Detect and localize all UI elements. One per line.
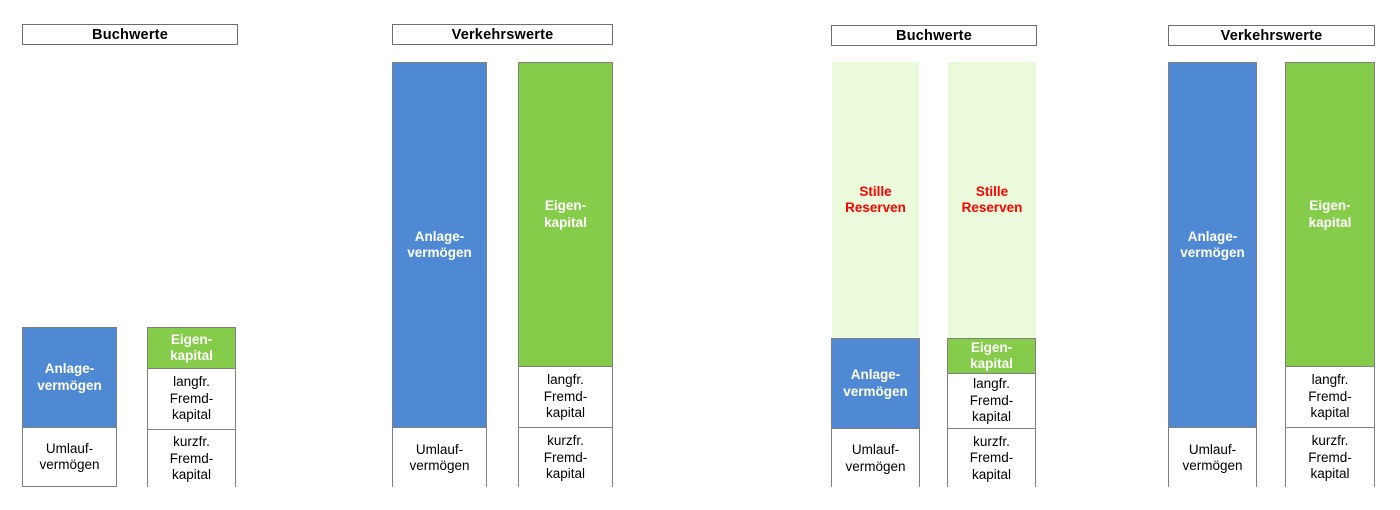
- group-caption-group-1-buchwerte: Buchwerte: [22, 24, 238, 45]
- segment-label-line: vermögen: [39, 457, 100, 472]
- segment-label-line: Fremd-: [169, 450, 214, 466]
- segment-label-line: Umlauf-: [851, 442, 900, 458]
- segment-anlagevermoegen: Anlage-vermögen: [23, 328, 116, 427]
- segment-label-line: kapital: [970, 356, 1013, 371]
- segment-eigenkapital: Eigen-kapital: [519, 63, 612, 366]
- segment-label-line: Fremd-: [1308, 449, 1352, 465]
- segment-label-line: kapital: [171, 407, 212, 423]
- segment-label-line: Stille: [975, 183, 1009, 199]
- segment-label-line: vermögen: [845, 458, 906, 474]
- group-caption-group-4-verkehrswerte: Verkehrswerte: [1168, 25, 1375, 46]
- segment-label-line: langfr.: [173, 374, 210, 390]
- segment-langfristiges-fremdkapital: langfr.Fremd-kapital: [519, 366, 612, 427]
- segment-label-line: kapital: [1310, 405, 1350, 421]
- segment-label-line: langfr.: [973, 376, 1010, 392]
- segment-label-line: vermögen: [1180, 245, 1245, 260]
- segment-anlagevermoegen: Anlage-vermögen: [1169, 63, 1256, 427]
- segment-label-line: Eigen-: [170, 331, 213, 347]
- segment-kurzfristiges-fremdkapital: kurzfr.Fremd-kapital: [948, 428, 1035, 488]
- segment-langfristiges-fremdkapital: langfr.Fremd-kapital: [948, 373, 1035, 428]
- segment-label-line: Umlauf-: [415, 441, 464, 457]
- segment-label-line: Umlauf-: [1188, 441, 1237, 457]
- segment-umlaufvermoegen: Umlauf-vermögen: [1169, 427, 1256, 488]
- segment-label-line: Eigen-: [1309, 198, 1351, 214]
- segment-label-line: vermögen: [407, 245, 472, 260]
- segment-label-line: kapital: [1310, 466, 1350, 482]
- segment-eigenkapital: Eigen-kapital: [148, 328, 235, 368]
- segment-label-line: Fremd-: [169, 390, 214, 406]
- segment-langfristiges-fremdkapital: langfr.Fremd-kapital: [1286, 366, 1374, 427]
- segment-label-line: vermögen: [37, 377, 102, 393]
- segment-umlaufvermoegen: Umlauf-vermögen: [393, 427, 486, 488]
- segment-umlaufvermoegen: Umlauf-vermögen: [23, 427, 116, 486]
- segment-label-line: kapital: [545, 405, 586, 421]
- segment-langfristiges-fremdkapital: langfr.Fremd-kapital: [148, 368, 235, 429]
- segment-label-line: kapital: [545, 466, 586, 482]
- group-caption-group-3-buchwerte-mit-reserven: Buchwerte: [831, 25, 1037, 46]
- segment-label-line: vermögen: [843, 383, 908, 399]
- segment-anlagevermoegen: Anlage-vermögen: [832, 339, 919, 428]
- segment-label-line: langfr.: [1311, 372, 1349, 388]
- segment-label-line: kurzfr.: [547, 433, 584, 449]
- segment-label-line: kapital: [971, 409, 1012, 425]
- segment-label-line: kurzfr.: [173, 434, 210, 450]
- segment-kurzfristiges-fremdkapital: kurzfr.Fremd-kapital: [148, 429, 235, 488]
- segment-label-line: kurzfr.: [973, 433, 1010, 449]
- segment-label-line: Fremd-: [543, 388, 588, 404]
- segment-kurzfristiges-fremdkapital: kurzfr.Fremd-kapital: [519, 427, 612, 488]
- segment-label-line: Anlage-: [44, 361, 95, 377]
- segment-label-line: Umlauf-: [45, 440, 94, 456]
- segment-anlagevermoegen: Anlage-vermögen: [393, 63, 486, 427]
- segment-label-line: vermögen: [1182, 458, 1243, 473]
- segment-label-line: Fremd-: [543, 449, 588, 465]
- segment-label-line: Eigen-: [544, 198, 587, 214]
- segment-label-line: kurzfr.: [1311, 433, 1349, 449]
- segment-label-line: kapital: [171, 467, 212, 483]
- segment-label-line: vermögen: [409, 458, 470, 473]
- segment-label-line: Eigen-: [970, 339, 1013, 355]
- segment-label-line: Anlage-: [414, 228, 465, 244]
- group-caption-group-2-verkehrswerte: Verkehrswerte: [392, 24, 613, 45]
- segment-label-line: Anlage-: [850, 367, 901, 383]
- segment-eigenkapital: Eigen-kapital: [1286, 63, 1374, 366]
- segment-umlaufvermoegen: Umlauf-vermögen: [832, 428, 919, 488]
- segment-label-line: kapital: [1308, 214, 1352, 230]
- segment-label-line: kapital: [971, 466, 1012, 482]
- segment-label-line: Reserven: [845, 200, 906, 215]
- segment-label-line: Fremd-: [969, 450, 1014, 466]
- segment-label-line: Fremd-: [969, 392, 1014, 408]
- segment-label-line: Stille: [859, 183, 892, 199]
- segment-kurzfristiges-fremdkapital: kurzfr.Fremd-kapital: [1286, 427, 1374, 488]
- segment-label-line: langfr.: [547, 372, 584, 388]
- segment-label-line: Reserven: [961, 200, 1023, 215]
- segment-label-line: kapital: [170, 348, 213, 363]
- segment-eigenkapital: Eigen-kapital: [948, 339, 1035, 373]
- segment-label-line: kapital: [544, 214, 587, 230]
- segment-label-line: Anlage-: [1187, 228, 1238, 244]
- segment-label-line: Fremd-: [1308, 388, 1352, 404]
